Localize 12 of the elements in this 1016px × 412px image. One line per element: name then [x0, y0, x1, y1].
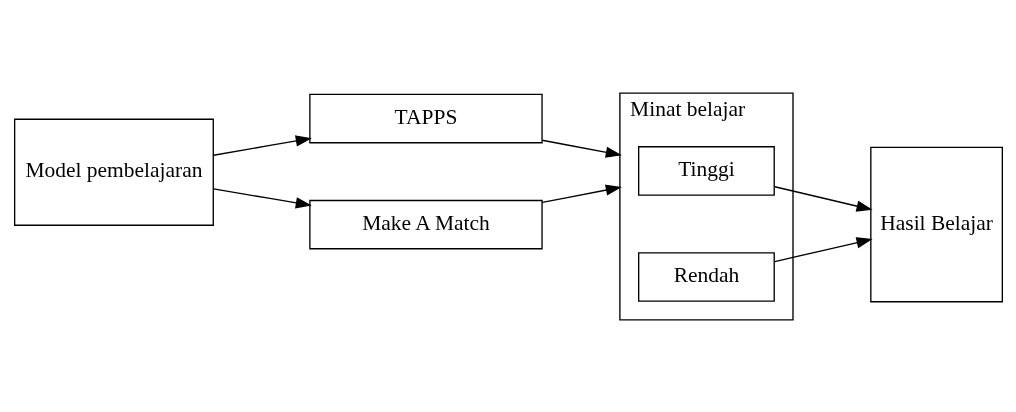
- arrow: [773, 185, 873, 212]
- node-box: Tinggi: [637, 145, 775, 196]
- node-box: Make A Match: [308, 199, 543, 249]
- arrow: [541, 139, 622, 158]
- node-box: Rendah: [637, 251, 775, 302]
- arrow: [773, 236, 873, 262]
- node-box: Model pembelajaran: [13, 118, 214, 226]
- arrow: [541, 184, 622, 203]
- node-box: Hasil Belajar: [869, 146, 1003, 302]
- node-box: TAPPS: [308, 93, 543, 143]
- arrow: [212, 187, 312, 208]
- arrow: [212, 134, 312, 156]
